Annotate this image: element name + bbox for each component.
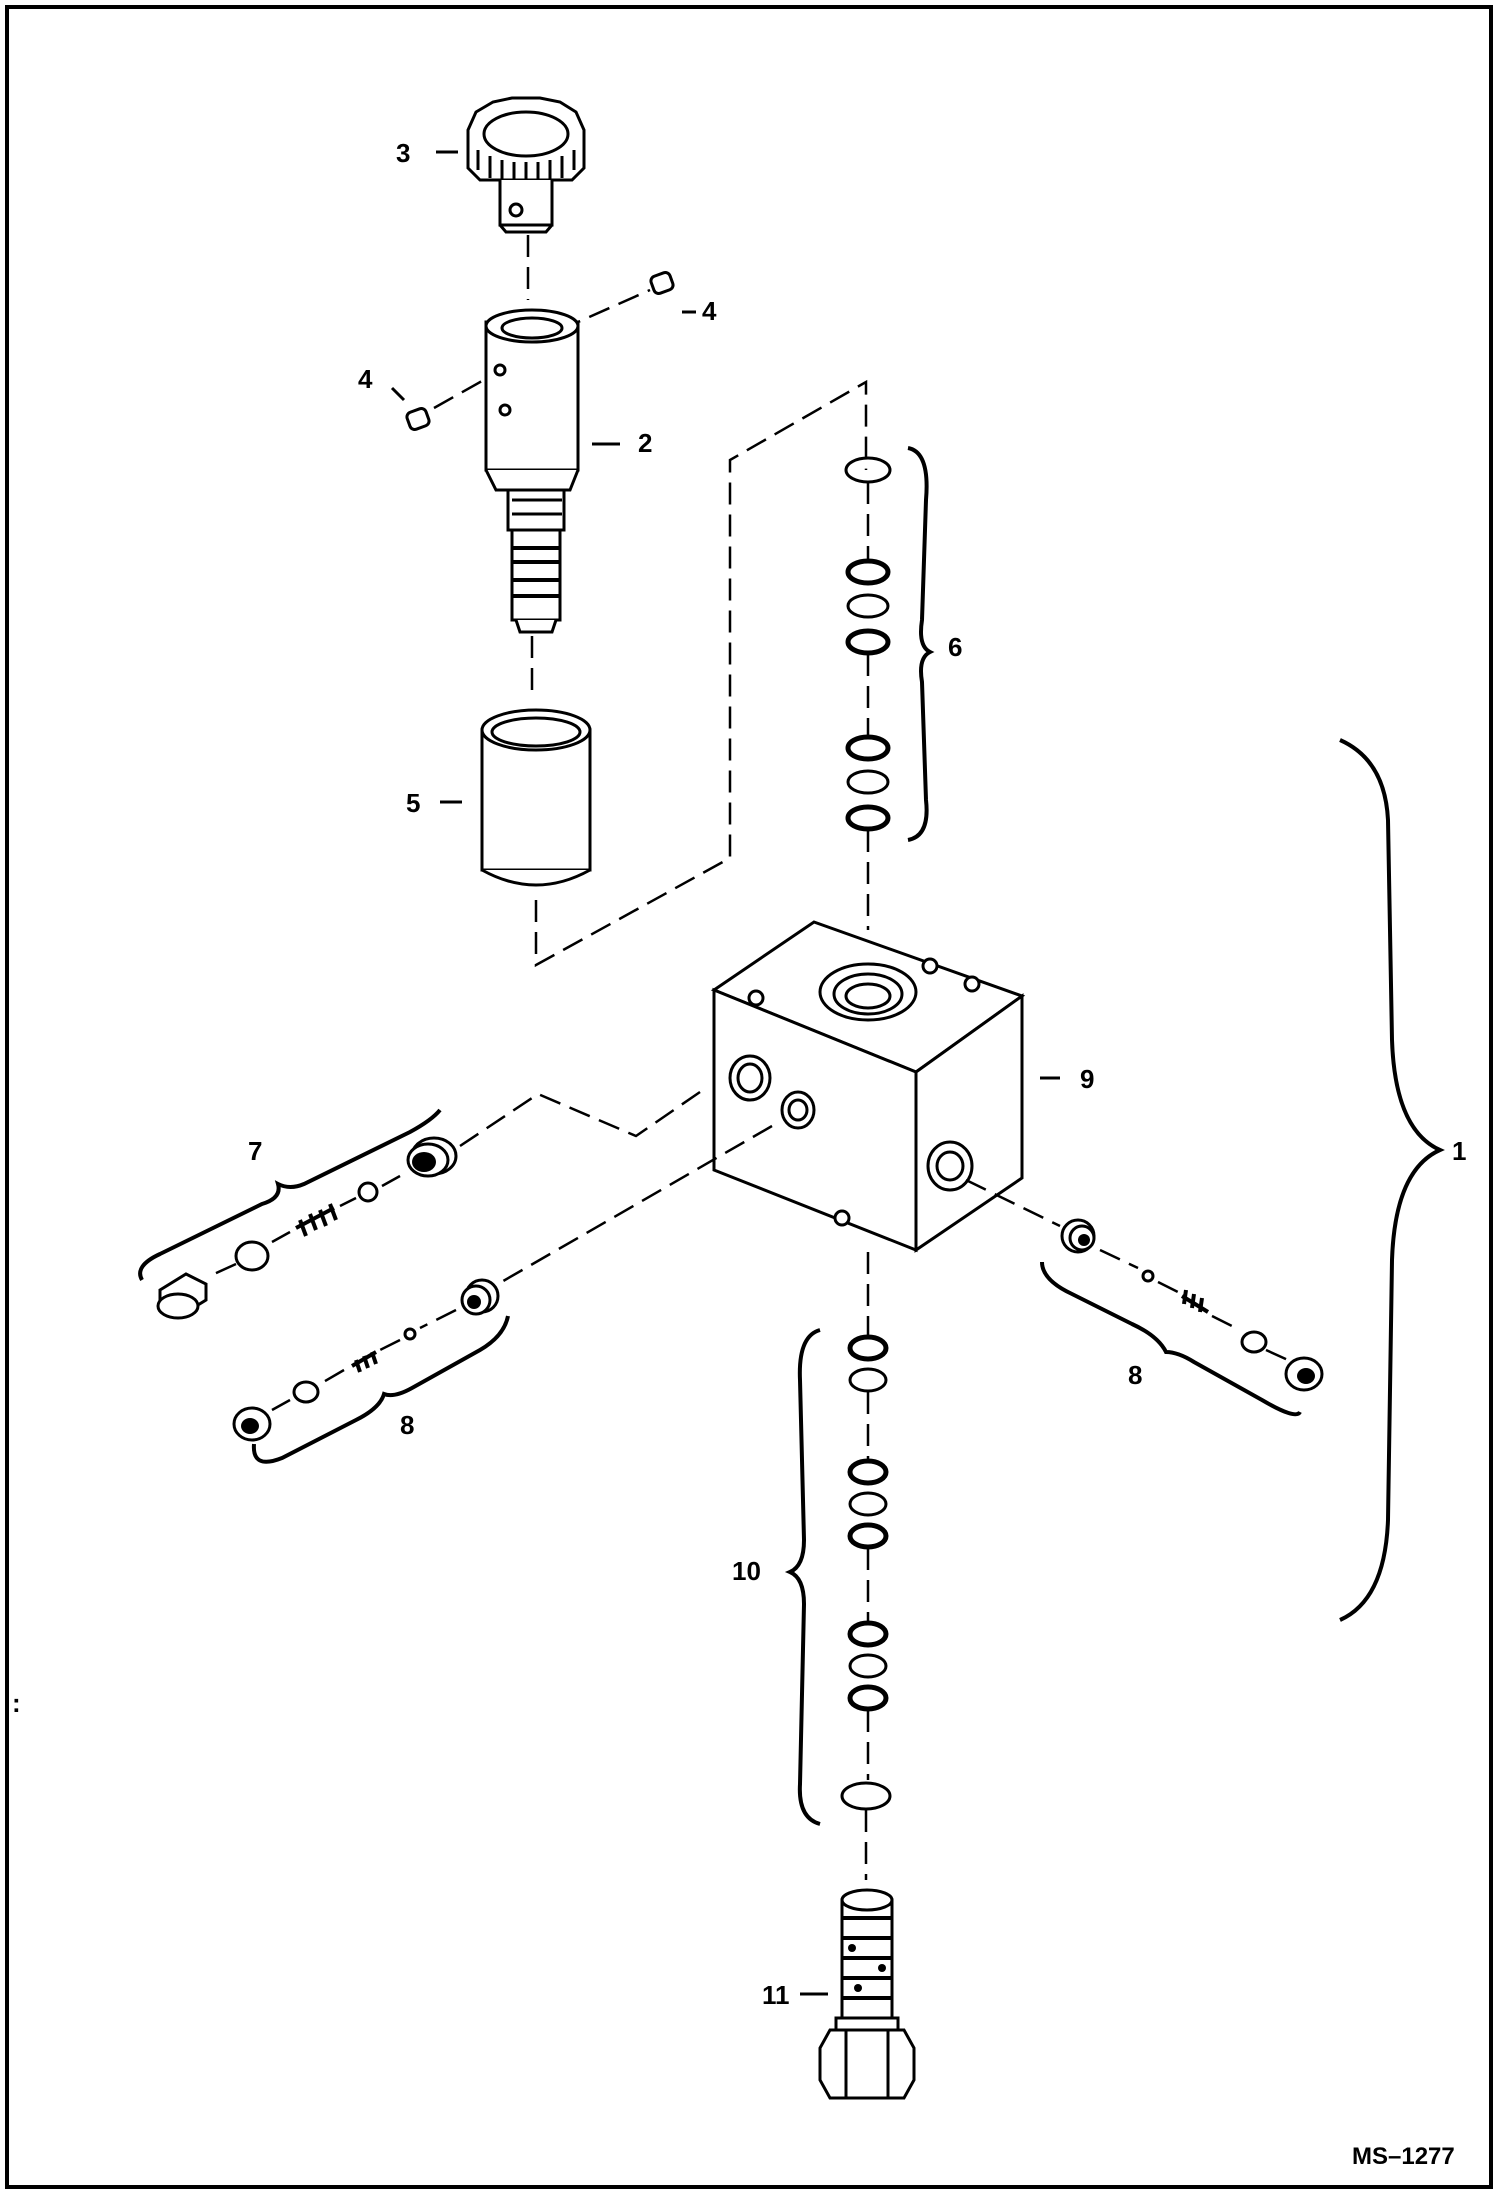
label-10: 10 bbox=[732, 1556, 761, 1586]
label-1: 1 bbox=[1452, 1136, 1466, 1166]
label-3: 3 bbox=[396, 138, 410, 168]
part-8-check-kit-left bbox=[232, 1124, 773, 1464]
label-6: 6 bbox=[948, 632, 962, 662]
label-9: 9 bbox=[1080, 1064, 1094, 1094]
part-4-setscrew-lower bbox=[390, 370, 499, 431]
label-8-right: 8 bbox=[1128, 1360, 1142, 1390]
part-7-relief-kit bbox=[138, 1090, 701, 1320]
part-3-knob bbox=[436, 96, 586, 234]
label-4-upper: 4 bbox=[702, 296, 717, 326]
part-9-valve-block bbox=[710, 920, 1060, 1253]
part-2-cartridge bbox=[484, 308, 620, 634]
diagram-border bbox=[5, 5, 1493, 2189]
label-5: 5 bbox=[406, 788, 420, 818]
part-8-check-kit-right bbox=[965, 1178, 1324, 1417]
part-6-seal-kit bbox=[844, 446, 935, 930]
part-5-sleeve bbox=[440, 708, 592, 887]
callout-labels: 1 2 3 4 4 5 6 7 8 8 9 10 11 bbox=[248, 138, 1466, 2010]
side-mark: : bbox=[12, 1688, 21, 1718]
label-7: 7 bbox=[248, 1136, 262, 1166]
part-1-brace bbox=[1339, 738, 1445, 1622]
axis-sleeve-route bbox=[534, 379, 868, 968]
label-2: 2 bbox=[638, 428, 652, 458]
label-11: 11 bbox=[762, 1980, 790, 2010]
part-4-setscrew-upper bbox=[559, 271, 696, 332]
label-8-left: 8 bbox=[400, 1410, 414, 1440]
drawing-code: MS–1277 bbox=[1352, 2143, 1455, 2170]
part-10-seal-kit bbox=[784, 1252, 892, 1880]
label-4-lower: 4 bbox=[358, 364, 373, 394]
part-11-cartridge-valve bbox=[800, 1888, 916, 2100]
